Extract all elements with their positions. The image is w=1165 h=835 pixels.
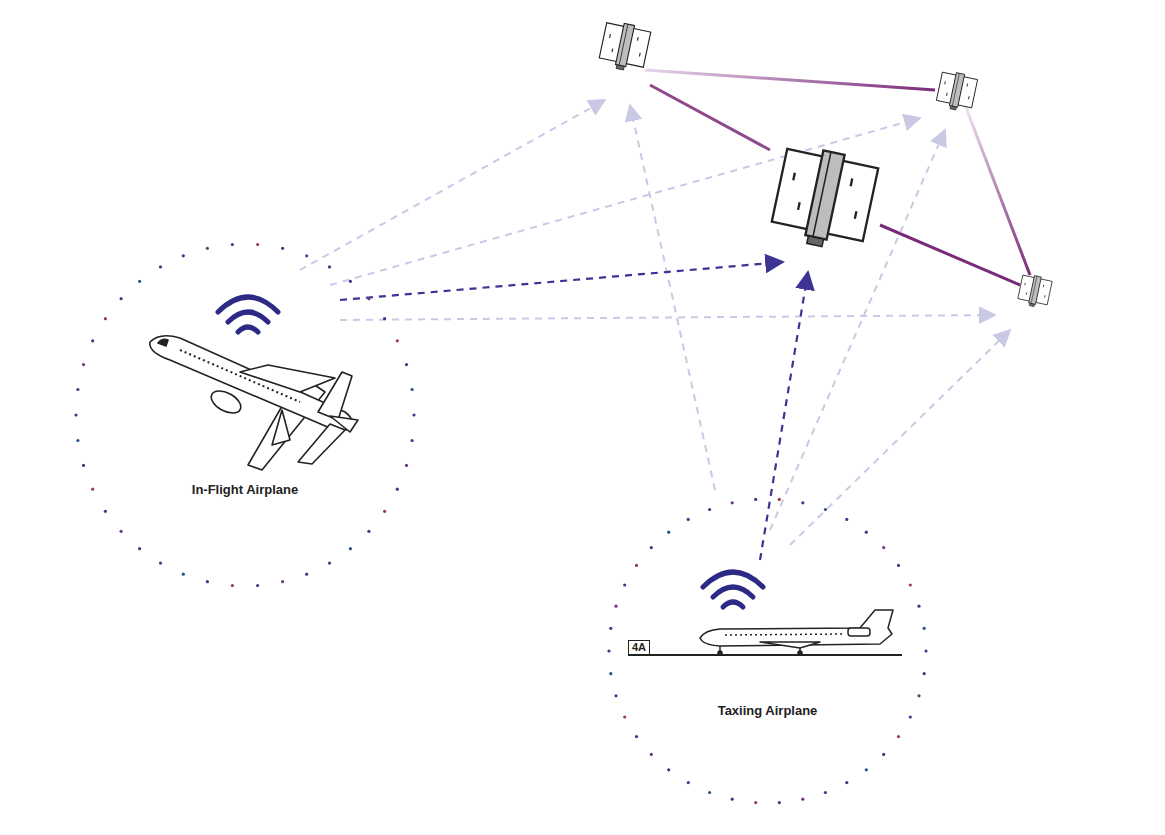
coverage-circle: In-Flight Airplane <box>72 240 418 590</box>
plane-label: Taxiing Airplane <box>605 703 930 718</box>
dotted-circle <box>72 240 418 590</box>
gate-label: 4A <box>632 641 646 654</box>
dotted-circle <box>605 495 930 807</box>
plane-label: In-Flight Airplane <box>72 482 418 497</box>
gate-tag: 4A <box>628 640 650 655</box>
coverage-circle: Taxiing Airplane 4A <box>605 495 930 807</box>
